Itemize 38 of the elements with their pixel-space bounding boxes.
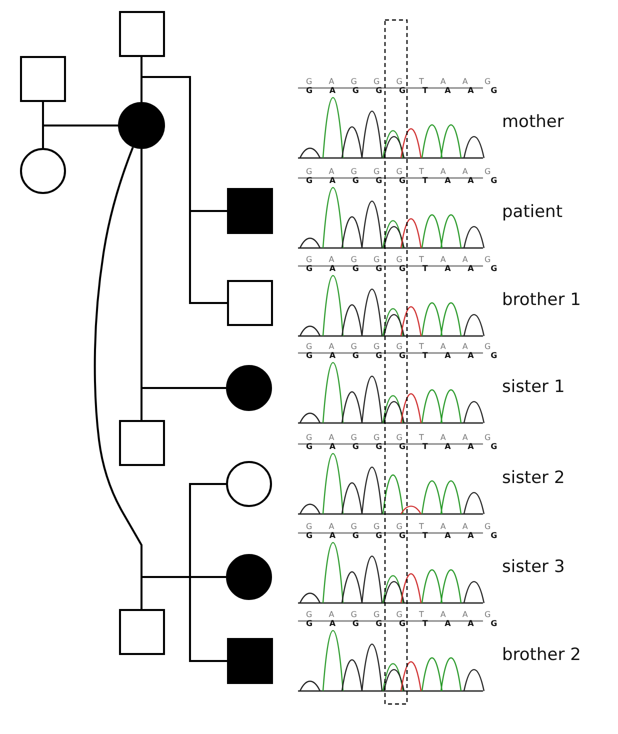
affected-male-square <box>227 638 273 684</box>
unaffected-male-square <box>20 56 66 102</box>
individual-label: brother 1 <box>502 290 581 310</box>
unaffected-male-square <box>118 609 164 655</box>
base-sequence: G A G G G T A A G <box>306 442 498 452</box>
unaffected-female-circle <box>226 461 272 507</box>
pedigree-line <box>189 483 227 662</box>
unaffected-male-square <box>118 420 164 466</box>
base-sequence: G A G G G T A A G <box>306 522 491 532</box>
affected-female-circle <box>118 102 165 149</box>
base-sequence: G A G G G T A A G <box>306 619 498 629</box>
base-sequence: G A G G G T A A G <box>306 167 491 177</box>
base-sequence: G A G G G T A A G <box>306 86 498 96</box>
unaffected-male-square <box>227 280 273 326</box>
base-sequence: G A G G G T A A G <box>306 351 498 361</box>
pedigree-line <box>140 149 226 389</box>
individual-label: patient <box>502 202 562 222</box>
base-sequence: G A G G G T A A G <box>306 264 498 274</box>
individual-label: sister 1 <box>502 377 565 397</box>
base-sequence: G A G G G T A A G <box>306 176 498 186</box>
affected-female-circle <box>226 365 272 411</box>
individual-label: brother 2 <box>502 645 581 665</box>
individual-label: mother <box>502 112 564 132</box>
base-sequence: G A G G G T A A G <box>306 342 491 352</box>
individual-label: sister 2 <box>502 468 565 488</box>
unaffected-female-circle <box>20 148 66 194</box>
base-sequence: G A G G G T A A G <box>306 610 491 620</box>
base-sequence: G A G G G T A A G <box>306 77 491 87</box>
base-sequence: G A G G G T A A G <box>306 433 491 443</box>
unaffected-male-square <box>118 11 164 57</box>
pedigree-line <box>140 57 227 304</box>
pedigree-line <box>42 124 118 148</box>
affected-male-square <box>227 188 273 234</box>
affected-female-circle <box>226 554 272 600</box>
base-sequence: G A G G G T A A G <box>306 531 498 541</box>
pedigree-line <box>140 576 226 609</box>
individual-label: sister 3 <box>502 557 565 577</box>
base-sequence: G A G G G T A A G <box>306 255 491 265</box>
